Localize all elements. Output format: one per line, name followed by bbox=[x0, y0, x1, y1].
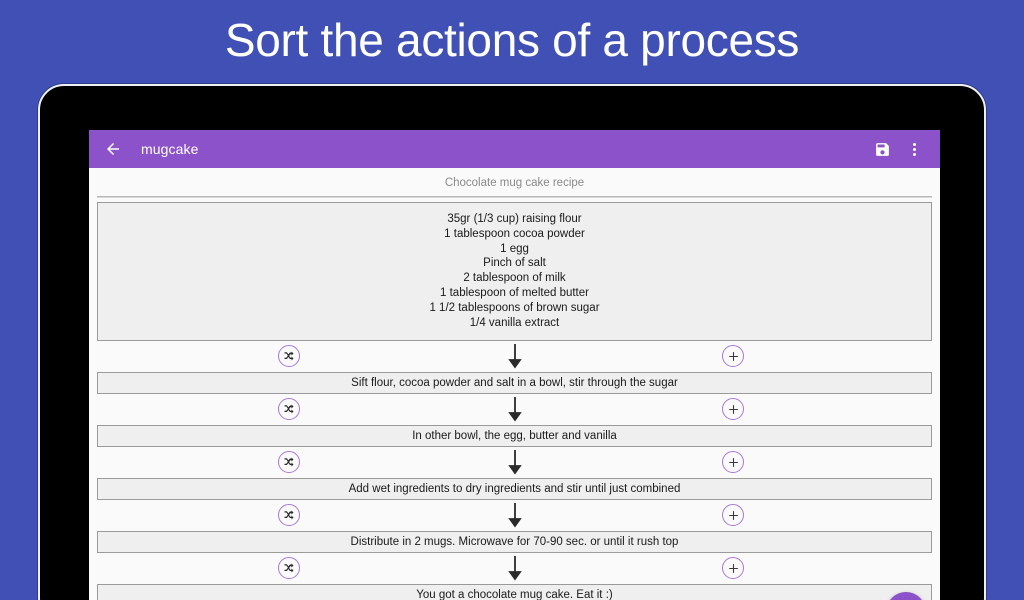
arrow-down-icon bbox=[507, 556, 522, 581]
add-step-button[interactable] bbox=[722, 504, 744, 527]
step-row[interactable]: Add wet ingredients to dry ingredients a… bbox=[97, 478, 932, 501]
add-step-button[interactable] bbox=[722, 398, 744, 421]
ingredient-item: 1 tablespoon of melted butter bbox=[440, 286, 589, 299]
plus-circle-icon bbox=[728, 511, 738, 520]
step-row[interactable]: In other bowl, the egg, butter and vanil… bbox=[97, 425, 932, 448]
tablet-device-frame: mugcake Chocolate mug cake recipe 35gr (… bbox=[38, 84, 986, 600]
promo-headline: Sort the actions of a process bbox=[224, 14, 800, 66]
plus-circle-icon bbox=[728, 405, 738, 414]
add-step-button[interactable] bbox=[722, 557, 744, 580]
connector-row bbox=[89, 341, 940, 372]
arrow-down-icon bbox=[507, 503, 522, 528]
ingredient-item: 1 1/2 tablespoons of brown sugar bbox=[429, 301, 600, 314]
shuffle-icon bbox=[284, 351, 294, 361]
shuffle-button[interactable] bbox=[278, 398, 300, 421]
ingredient-item: 2 tablespoon of milk bbox=[463, 272, 566, 285]
shuffle-button[interactable] bbox=[278, 504, 300, 527]
recipe-heading: Chocolate mug cake recipe bbox=[444, 177, 585, 189]
shuffle-icon bbox=[284, 404, 294, 414]
ingredient-item: 1 tablespoon cocoa powder bbox=[444, 227, 585, 240]
ingredient-item: 1/4 vanilla extract bbox=[469, 316, 560, 329]
device-screen: mugcake Chocolate mug cake recipe 35gr (… bbox=[89, 130, 940, 600]
connector-row bbox=[89, 553, 940, 584]
arrow-down-icon bbox=[507, 344, 522, 369]
shuffle-button[interactable] bbox=[278, 557, 300, 580]
edit-fab-button[interactable] bbox=[886, 592, 926, 600]
connector-row bbox=[89, 394, 940, 425]
ingredient-item: 35gr (1/3 cup) raising flour bbox=[447, 213, 582, 225]
add-step-button[interactable] bbox=[722, 345, 744, 368]
shuffle-button[interactable] bbox=[278, 451, 300, 474]
save-button[interactable] bbox=[868, 135, 896, 163]
plus-circle-icon bbox=[728, 352, 738, 361]
connector-row bbox=[89, 447, 940, 478]
process-editor-content: Chocolate mug cake recipe 35gr (1/3 cup)… bbox=[89, 168, 940, 600]
back-button[interactable] bbox=[99, 135, 127, 163]
ingredient-item: 1 egg bbox=[500, 242, 529, 255]
ingredients-block[interactable]: 35gr (1/3 cup) raising flour 1 tablespoo… bbox=[97, 202, 932, 342]
back-arrow-icon bbox=[107, 143, 119, 155]
shuffle-icon bbox=[284, 510, 294, 520]
heading-divider bbox=[97, 196, 932, 198]
app-toolbar: mugcake bbox=[89, 130, 940, 168]
shuffle-button[interactable] bbox=[278, 345, 300, 368]
add-step-button[interactable] bbox=[722, 451, 744, 474]
app-title: mugcake bbox=[141, 141, 199, 157]
more-vertical-icon bbox=[912, 142, 916, 156]
step-row[interactable]: Sift flour, cocoa powder and salt in a b… bbox=[97, 372, 932, 395]
shuffle-icon bbox=[284, 457, 294, 467]
overflow-menu-button[interactable] bbox=[900, 135, 928, 163]
save-floppy-icon bbox=[875, 142, 889, 156]
plus-circle-icon bbox=[728, 564, 738, 573]
arrow-down-icon bbox=[507, 450, 522, 475]
shuffle-icon bbox=[284, 563, 294, 573]
step-row[interactable]: Distribute in 2 mugs. Microwave for 70-9… bbox=[97, 531, 932, 554]
plus-circle-icon bbox=[728, 458, 738, 467]
ingredient-item: Pinch of salt bbox=[483, 257, 546, 270]
step-row[interactable]: You got a chocolate mug cake. Eat it :) bbox=[97, 584, 932, 600]
arrow-down-icon bbox=[507, 397, 522, 422]
connector-row bbox=[89, 500, 940, 531]
